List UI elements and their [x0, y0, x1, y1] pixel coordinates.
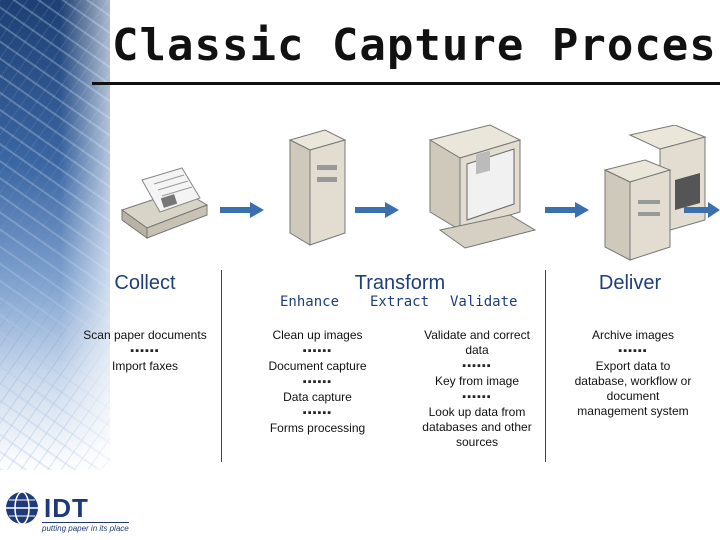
list-item: Validate and correct data: [424, 328, 530, 357]
separator-dots: ▪▪▪▪▪▪: [462, 360, 492, 372]
extract-items: Clean up images ▪▪▪▪▪▪ Document capture …: [250, 328, 385, 436]
server-illustration: [603, 125, 707, 261]
separator-dots: ▪▪▪▪▪▪: [302, 407, 333, 419]
page-title: Classic Capture Process: [112, 20, 720, 71]
list-item: Forms processing: [269, 421, 366, 435]
separator-dots: ▪▪▪▪▪▪: [618, 345, 648, 357]
separator-dots: ▪▪▪▪▪▪: [462, 391, 492, 403]
logo-wordmark: IDT: [44, 493, 89, 523]
list-item: Export data to database, workflow or doc…: [574, 359, 692, 418]
list-item: Document capture: [268, 359, 367, 373]
flow-arrow: [220, 202, 264, 218]
column-divider: [221, 270, 222, 462]
list-item: Clean up images: [272, 328, 363, 342]
flow-arrow: [684, 202, 720, 218]
scanner-illustration: [120, 167, 209, 239]
collect-items: Scan paper documents ▪▪▪▪▪▪ Import faxes: [70, 328, 220, 374]
validate-subheading: Validate: [450, 294, 518, 310]
list-item: Look up data from databases and other so…: [422, 405, 532, 449]
column-divider: [545, 270, 546, 462]
list-item: Scan paper documents: [83, 328, 207, 342]
globe-logo-icon: [6, 491, 38, 525]
separator-dots: ▪▪▪▪▪▪: [302, 345, 333, 357]
logo-tagline: putting paper in its place: [42, 522, 129, 533]
deliver-items: Archive images ▪▪▪▪▪▪ Export data to dat…: [572, 328, 694, 419]
flow-arrow: [545, 202, 589, 218]
flow-arrow: [355, 202, 399, 218]
separator-dots: ▪▪▪▪▪▪: [130, 345, 160, 357]
collect-heading: Collect: [114, 272, 176, 294]
extract-subheading: Extract: [370, 294, 430, 310]
workstation-illustration: [428, 124, 537, 249]
background-fade: [60, 0, 140, 470]
transform-heading: Transform: [354, 272, 446, 294]
deliver-heading: Deliver: [598, 272, 662, 294]
separator-dots: ▪▪▪▪▪▪: [302, 376, 333, 388]
tower-pc-illustration: [288, 129, 347, 246]
validate-items: Validate and correct data ▪▪▪▪▪▪ Key fro…: [418, 328, 536, 450]
list-item: Key from image: [434, 374, 520, 388]
list-item: Archive images: [591, 328, 675, 342]
list-item: Data capture: [283, 390, 352, 404]
list-item: Import faxes: [111, 359, 179, 373]
title-underline: [92, 82, 720, 85]
enhance-subheading: Enhance: [280, 294, 340, 310]
